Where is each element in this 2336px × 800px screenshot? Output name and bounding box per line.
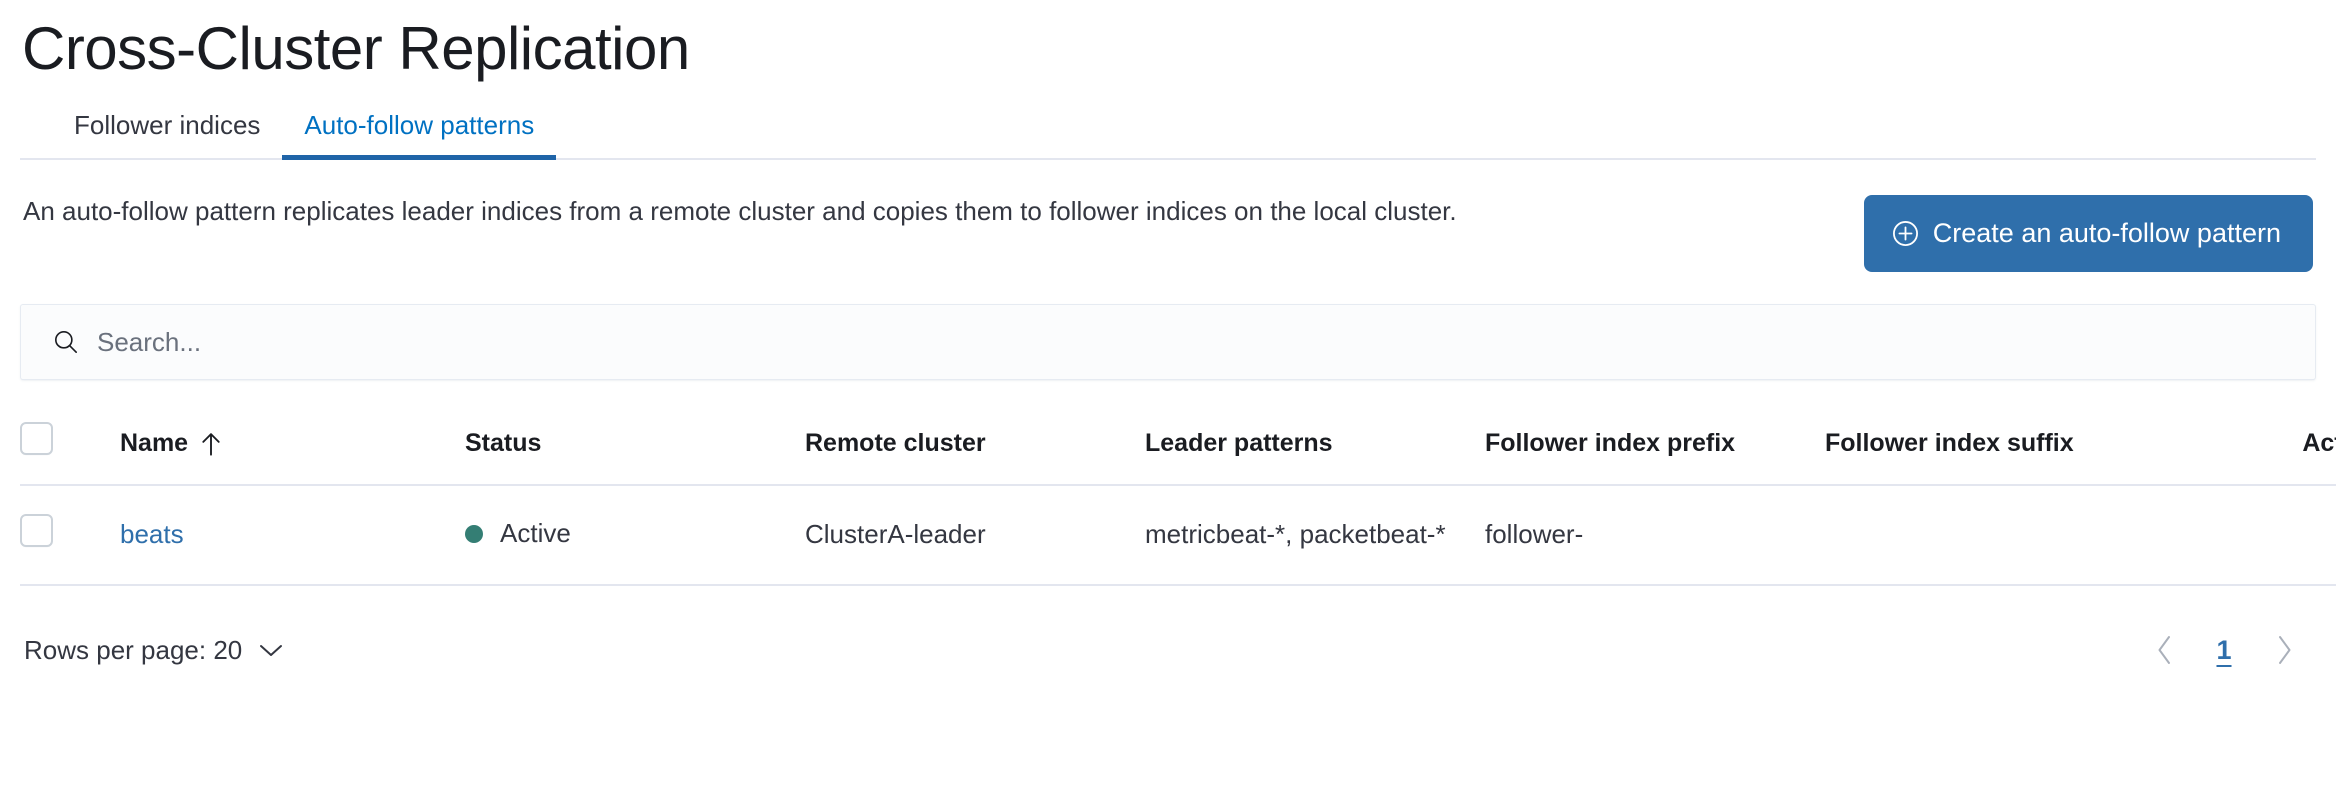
column-header-leader-patterns[interactable]: Leader patterns bbox=[1145, 422, 1485, 486]
auto-follow-patterns-table: Name Status Remote cluster Leader patter… bbox=[20, 422, 2336, 586]
rows-per-page-label: Rows per page: 20 bbox=[24, 634, 243, 665]
plus-in-circle-icon bbox=[1892, 221, 1918, 246]
cell-remote-cluster: ClusterA-leader bbox=[805, 485, 1145, 586]
column-header-follower-index-suffix[interactable]: Follower index suffix bbox=[1825, 422, 2225, 486]
rows-per-page-selector[interactable]: Rows per page: 20 bbox=[24, 635, 284, 666]
search-input[interactable] bbox=[97, 326, 2293, 358]
cell-status: Active bbox=[465, 485, 805, 586]
pattern-name-link[interactable]: beats bbox=[120, 518, 184, 549]
create-button-label: Create an auto-follow pattern bbox=[1932, 218, 2281, 248]
table-header-row: Name Status Remote cluster Leader patter… bbox=[20, 422, 2336, 486]
intro-description: An auto-follow pattern replicates leader… bbox=[23, 196, 1457, 226]
column-header-name[interactable]: Name bbox=[120, 422, 465, 486]
search-bar[interactable] bbox=[20, 304, 2316, 380]
tab-bar: Follower indices Auto-follow patterns bbox=[20, 112, 2316, 160]
pagination-previous-button[interactable] bbox=[2136, 622, 2192, 678]
cell-leader-patterns: metricbeat-*, packetbeat-* bbox=[1145, 485, 1485, 586]
cell-actions bbox=[2225, 485, 2336, 586]
cell-name: beats bbox=[120, 485, 465, 586]
arrow-up-icon bbox=[202, 432, 220, 456]
create-auto-follow-pattern-button[interactable]: Create an auto-follow pattern bbox=[1863, 195, 2313, 272]
status-dot-icon bbox=[465, 524, 483, 543]
tab-follower-indices[interactable]: Follower indices bbox=[74, 110, 261, 140]
page-title: Cross-Cluster Replication bbox=[22, 15, 690, 82]
pagination-page-1[interactable]: 1 bbox=[2216, 634, 2232, 665]
table-row: beats Active ClusterA-leader metricbeat-… bbox=[20, 485, 2336, 586]
column-header-follower-index-prefix[interactable]: Follower index prefix bbox=[1485, 422, 1825, 486]
cell-follower-index-prefix: follower- bbox=[1485, 485, 1825, 586]
search-icon bbox=[55, 331, 77, 353]
column-header-status[interactable]: Status bbox=[465, 422, 805, 486]
table-footer: Rows per page: 20 1 bbox=[20, 622, 2316, 678]
row-checkbox[interactable] bbox=[20, 514, 53, 547]
tab-auto-follow-patterns[interactable]: Auto-follow patterns bbox=[282, 112, 557, 160]
status-label: Active bbox=[500, 518, 571, 549]
chevron-left-icon bbox=[2158, 636, 2170, 664]
intro-row: An auto-follow pattern replicates leader… bbox=[20, 192, 2316, 272]
chevron-down-icon bbox=[260, 645, 283, 656]
select-all-header bbox=[20, 422, 120, 486]
column-header-remote-cluster[interactable]: Remote cluster bbox=[805, 422, 1145, 486]
row-select-cell bbox=[20, 485, 120, 586]
pagination-next-button[interactable] bbox=[2256, 622, 2312, 678]
chevron-right-icon bbox=[2278, 636, 2290, 664]
cell-follower-index-suffix bbox=[1825, 485, 2225, 586]
column-header-actions: Actions bbox=[2225, 422, 2336, 486]
pagination: 1 bbox=[2136, 622, 2312, 678]
column-header-name-label: Name bbox=[120, 429, 189, 457]
select-all-checkbox[interactable] bbox=[20, 422, 53, 455]
